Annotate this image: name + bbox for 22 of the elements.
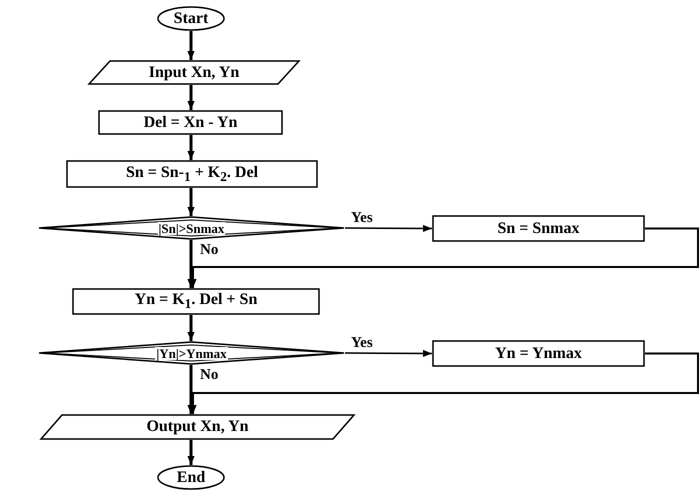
process-box	[72, 288, 320, 315]
process-box	[432, 215, 645, 242]
io-parallelogram	[40, 414, 355, 440]
step-text: Output Xn, Yn	[146, 419, 249, 435]
terminal-text: Start	[174, 10, 208, 26]
condition-text: |Sn|>Snmax	[158, 222, 226, 234]
process-box	[432, 340, 645, 367]
io-parallelogram	[88, 60, 300, 85]
decision-diamond	[38, 216, 345, 240]
step-text: Del = Xn - Yn	[144, 114, 238, 130]
step-text: Yn = Ynmax	[495, 346, 582, 362]
decision-diamond	[38, 341, 345, 365]
condition-text: |Yn|>Ynmax	[155, 346, 228, 360]
terminal-oval	[157, 6, 225, 31]
step-text: Input Xn, Yn	[148, 64, 240, 80]
process-box	[98, 110, 283, 135]
step-text: Sn = Sn-$_{1}$ + K$_{2}$. Del	[126, 164, 258, 184]
process-box	[66, 160, 318, 188]
step-text: Sn = Snmax	[497, 220, 580, 236]
terminal-text: End	[176, 470, 206, 486]
step-text: Yn = K$_{1}$. Del + Sn	[134, 292, 258, 311]
terminal-oval	[157, 465, 225, 490]
